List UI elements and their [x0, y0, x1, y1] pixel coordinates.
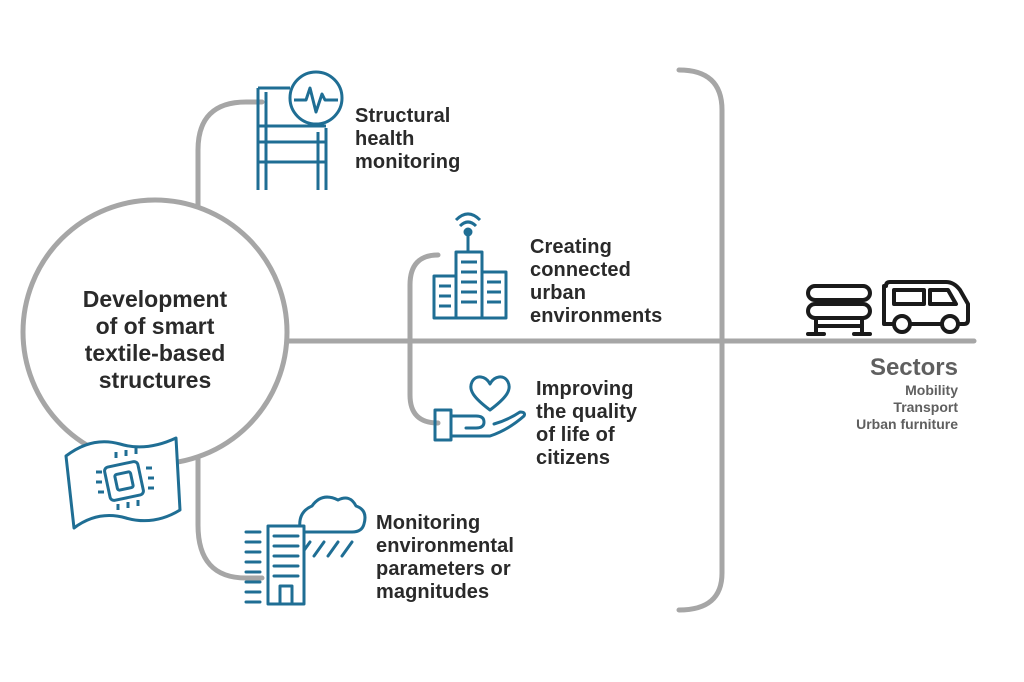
center-title: Development of of smart textile-based st… — [30, 286, 280, 394]
connector-top — [195, 99, 265, 210]
branch-label-line: parameters or — [376, 558, 511, 580]
sectors-title: Sectors — [869, 354, 958, 381]
heart-in-hand-icon — [433, 375, 526, 442]
branch-label-line: Structural — [355, 105, 451, 127]
van-icon — [882, 280, 970, 334]
branch-label-line: of life of — [536, 424, 615, 446]
sector-item: Urban furniture — [856, 416, 958, 432]
branch-environmental: Monitoring environmental parameters or m… — [376, 512, 514, 604]
branch-label-line: environmental — [376, 535, 514, 557]
branch-label-line: health — [355, 128, 415, 150]
center-title-line: Development — [82, 286, 228, 312]
center-title-line: structures — [98, 367, 212, 393]
smart-textile-chip-icon — [64, 436, 182, 530]
branch-label-line: connected — [530, 259, 631, 281]
sectors-panel: Sectors Mobility Transport Urban furnitu… — [856, 354, 958, 433]
branch-label-line: Creating — [530, 236, 612, 258]
sector-item: Transport — [893, 399, 958, 415]
branch-label-line: citizens — [536, 447, 611, 469]
structural-frame-monitor-icon — [256, 70, 344, 190]
branch-label-line: Monitoring — [376, 512, 481, 534]
connector-inner — [407, 252, 441, 426]
branch-label-line: magnitudes — [376, 581, 490, 603]
branch-label-line: Improving — [536, 378, 634, 400]
connected-city-antenna-icon — [432, 212, 508, 320]
center-title-line: textile-based — [84, 340, 226, 366]
branch-structural-health: Structural health monitoring — [355, 105, 460, 174]
building-rain-cloud-icon — [244, 495, 367, 606]
sector-item: Mobility — [905, 382, 958, 398]
branch-label-line: environments — [530, 305, 663, 327]
branch-label-line: monitoring — [355, 151, 461, 173]
center-title-line: of of smart — [95, 313, 215, 339]
branch-label-line: the quality — [536, 401, 638, 423]
branch-connected-urban: Creating connected urban environments — [530, 236, 662, 328]
branch-quality-of-life: Improving the quality of life of citizen… — [536, 378, 637, 470]
connector-bottom — [195, 454, 265, 581]
bench-icon — [806, 284, 872, 336]
branch-label-line: urban — [530, 282, 587, 304]
